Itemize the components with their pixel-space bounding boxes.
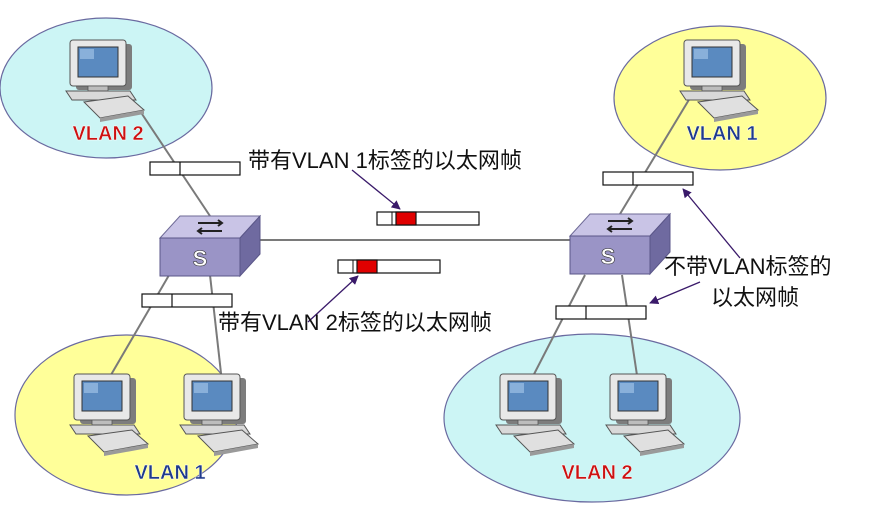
switch-left: [159, 215, 261, 277]
untagged-frames: [141, 161, 694, 320]
link-bottom-right-pc1: [529, 274, 586, 383]
arrow-vlan2-caption: [307, 275, 359, 323]
frame-top-right: [602, 171, 694, 186]
arrow-untagged-bottom: [649, 281, 701, 305]
switch-right-label: S: [601, 244, 616, 269]
vlan-label-top-right: VLAN 1: [686, 123, 757, 145]
link-bottom-left-pc2: [209, 274, 223, 383]
frame-top-left: [149, 161, 241, 176]
arrow-vlan1-caption: [351, 169, 401, 210]
tagged-frame-vlan1: [376, 211, 480, 226]
link-top-left-pc: [129, 95, 211, 217]
frame-bottom-right: [555, 305, 647, 320]
arrow-untagged-top: [682, 188, 741, 259]
caption-untagged-line2: 以太网帧: [711, 285, 799, 310]
link-bottom-right-pc2: [621, 274, 639, 383]
links: [107, 95, 691, 383]
arrows: [307, 169, 741, 323]
vlan-label-top-left: VLAN 2: [72, 123, 143, 145]
vlan-label-bottom-left: VLAN 1: [134, 462, 205, 484]
switch-right: [569, 213, 671, 275]
caption-vlan2-tagged: 带有VLAN 2标签的以太网帧: [218, 310, 492, 335]
caption-untagged-line1: 不带VLAN标签的: [664, 254, 831, 279]
frame-bottom-left: [141, 293, 233, 308]
switch-left-label: S: [193, 246, 208, 271]
caption-vlan1-tagged: 带有VLAN 1标签的以太网帧: [248, 148, 522, 173]
link-bottom-left-pc1: [107, 269, 173, 381]
tagged-frame-vlan2: [337, 259, 441, 274]
link-top-right-pc: [619, 97, 691, 215]
vlan-label-bottom-right: VLAN 2: [561, 462, 632, 484]
